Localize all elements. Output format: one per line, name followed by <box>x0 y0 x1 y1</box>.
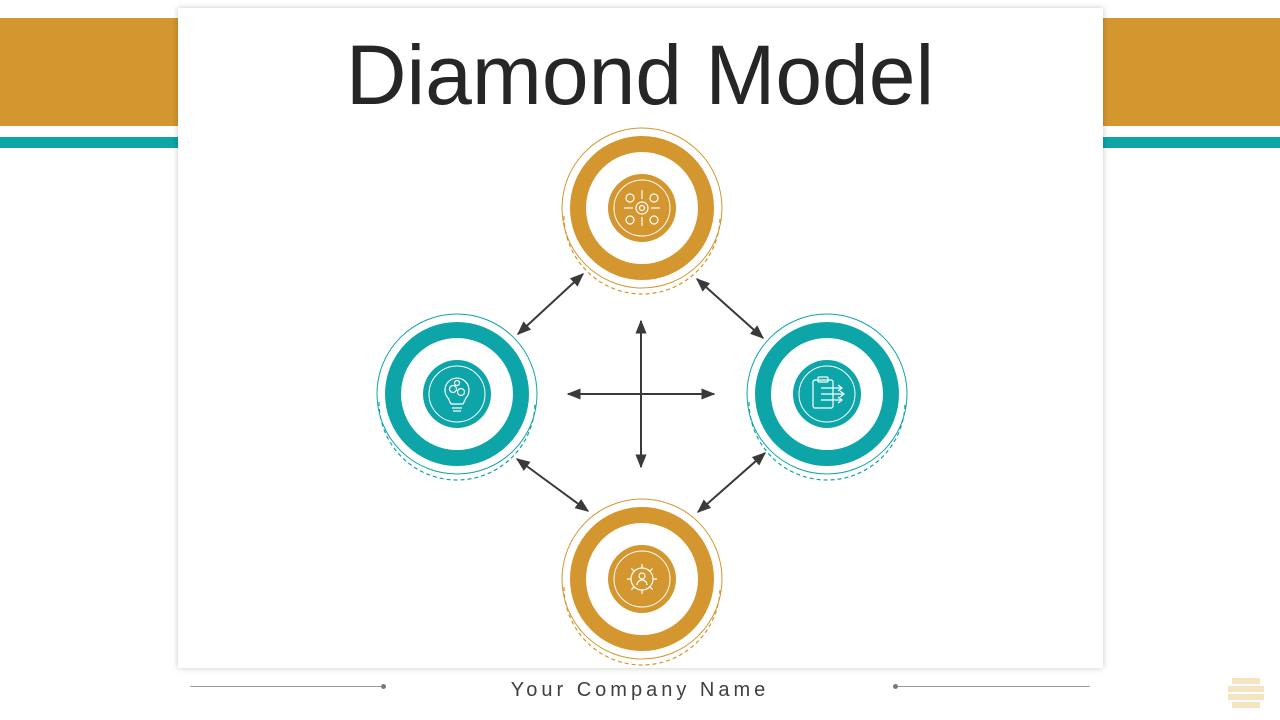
arrow-top-right <box>695 278 765 339</box>
clipboard-strategy-icon <box>812 376 845 409</box>
footer-line-left <box>190 686 384 687</box>
arrow-right-bottom <box>696 452 767 513</box>
footer-dot-right <box>893 684 898 689</box>
header-band-right <box>1090 18 1280 126</box>
company-name: Your Company Name <box>510 679 770 701</box>
settings-network-icon <box>624 190 660 226</box>
node-bottom <box>561 498 723 666</box>
header-stripe-right <box>1090 137 1280 148</box>
footer-dot-left <box>381 684 386 689</box>
arrow-top-left <box>516 273 585 335</box>
header-stripe-left <box>0 137 190 148</box>
gear-person-icon <box>627 564 657 594</box>
node-right <box>746 313 908 481</box>
logo-icon <box>1228 678 1264 708</box>
node-left <box>376 313 538 481</box>
arrow-left-bottom <box>515 458 590 512</box>
slide-title: Diamond Model <box>345 28 935 122</box>
footer-line-right <box>896 686 1090 687</box>
node-top <box>561 127 723 295</box>
header-band-left <box>0 18 190 126</box>
idea-bulb-gears-icon <box>444 377 470 412</box>
